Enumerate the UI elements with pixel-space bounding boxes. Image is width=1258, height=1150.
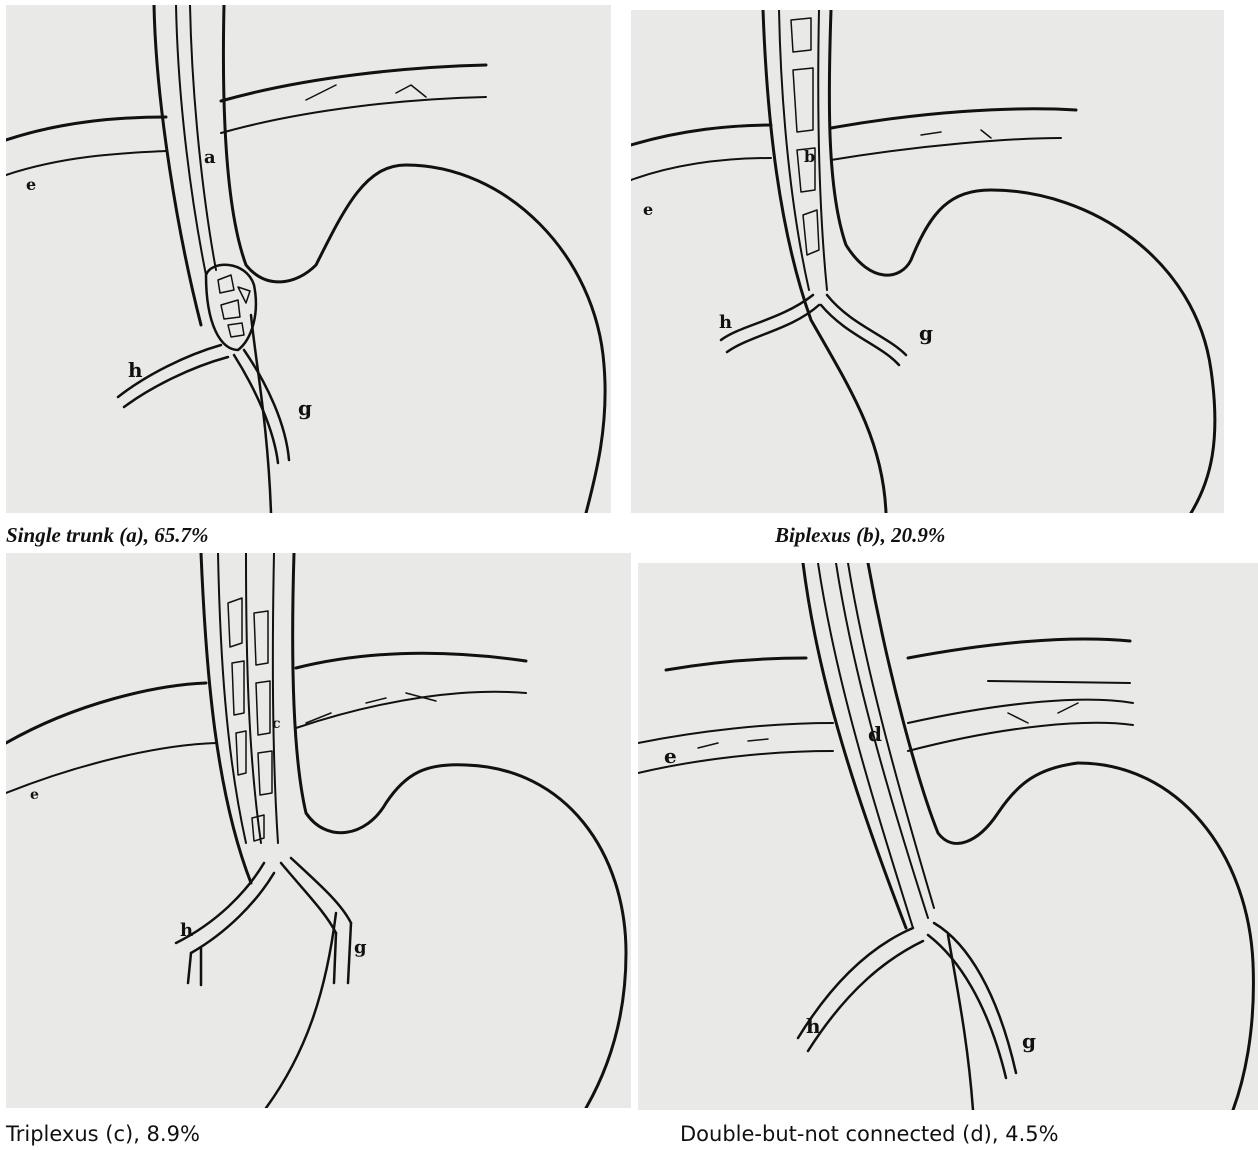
trunk-label-c: c: [272, 716, 281, 732]
panel-double-not-connected: d e h g: [638, 563, 1258, 1110]
triplexus-drawing: c e h g: [6, 553, 631, 1108]
double-not-connected-drawing: d e h g: [638, 563, 1258, 1110]
label-h: h: [180, 920, 193, 941]
caption-triplexus: Triplexus (c), 8.9%: [6, 1122, 200, 1146]
label-g: g: [919, 321, 933, 345]
label-e: e: [30, 787, 39, 803]
label-g: g: [1022, 1029, 1036, 1053]
label-e: e: [26, 175, 36, 194]
label-h: h: [719, 312, 732, 333]
label-e: e: [664, 744, 677, 768]
caption-double-not-connected: Double-but-not connected (d), 4.5%: [680, 1122, 1059, 1146]
label-g: g: [298, 396, 312, 420]
panel-single-trunk: a e h g: [6, 5, 611, 513]
panel-biplexus: b e h g: [631, 10, 1224, 513]
caption-single-trunk: Single trunk (a), 65.7%: [6, 523, 208, 548]
biplexus-drawing: b e h g: [631, 10, 1224, 513]
label-h: h: [806, 1014, 821, 1038]
single-trunk-drawing: a e h g: [6, 5, 611, 513]
label-e: e: [643, 200, 653, 219]
trunk-label-a: a: [204, 147, 216, 168]
panel-triplexus: c e h g: [6, 553, 631, 1108]
caption-biplexus: Biplexus (b), 20.9%: [775, 523, 945, 548]
trunk-label-d: d: [868, 722, 882, 746]
label-h: h: [128, 358, 143, 382]
trunk-label-b: b: [804, 147, 815, 166]
label-g: g: [354, 937, 367, 958]
